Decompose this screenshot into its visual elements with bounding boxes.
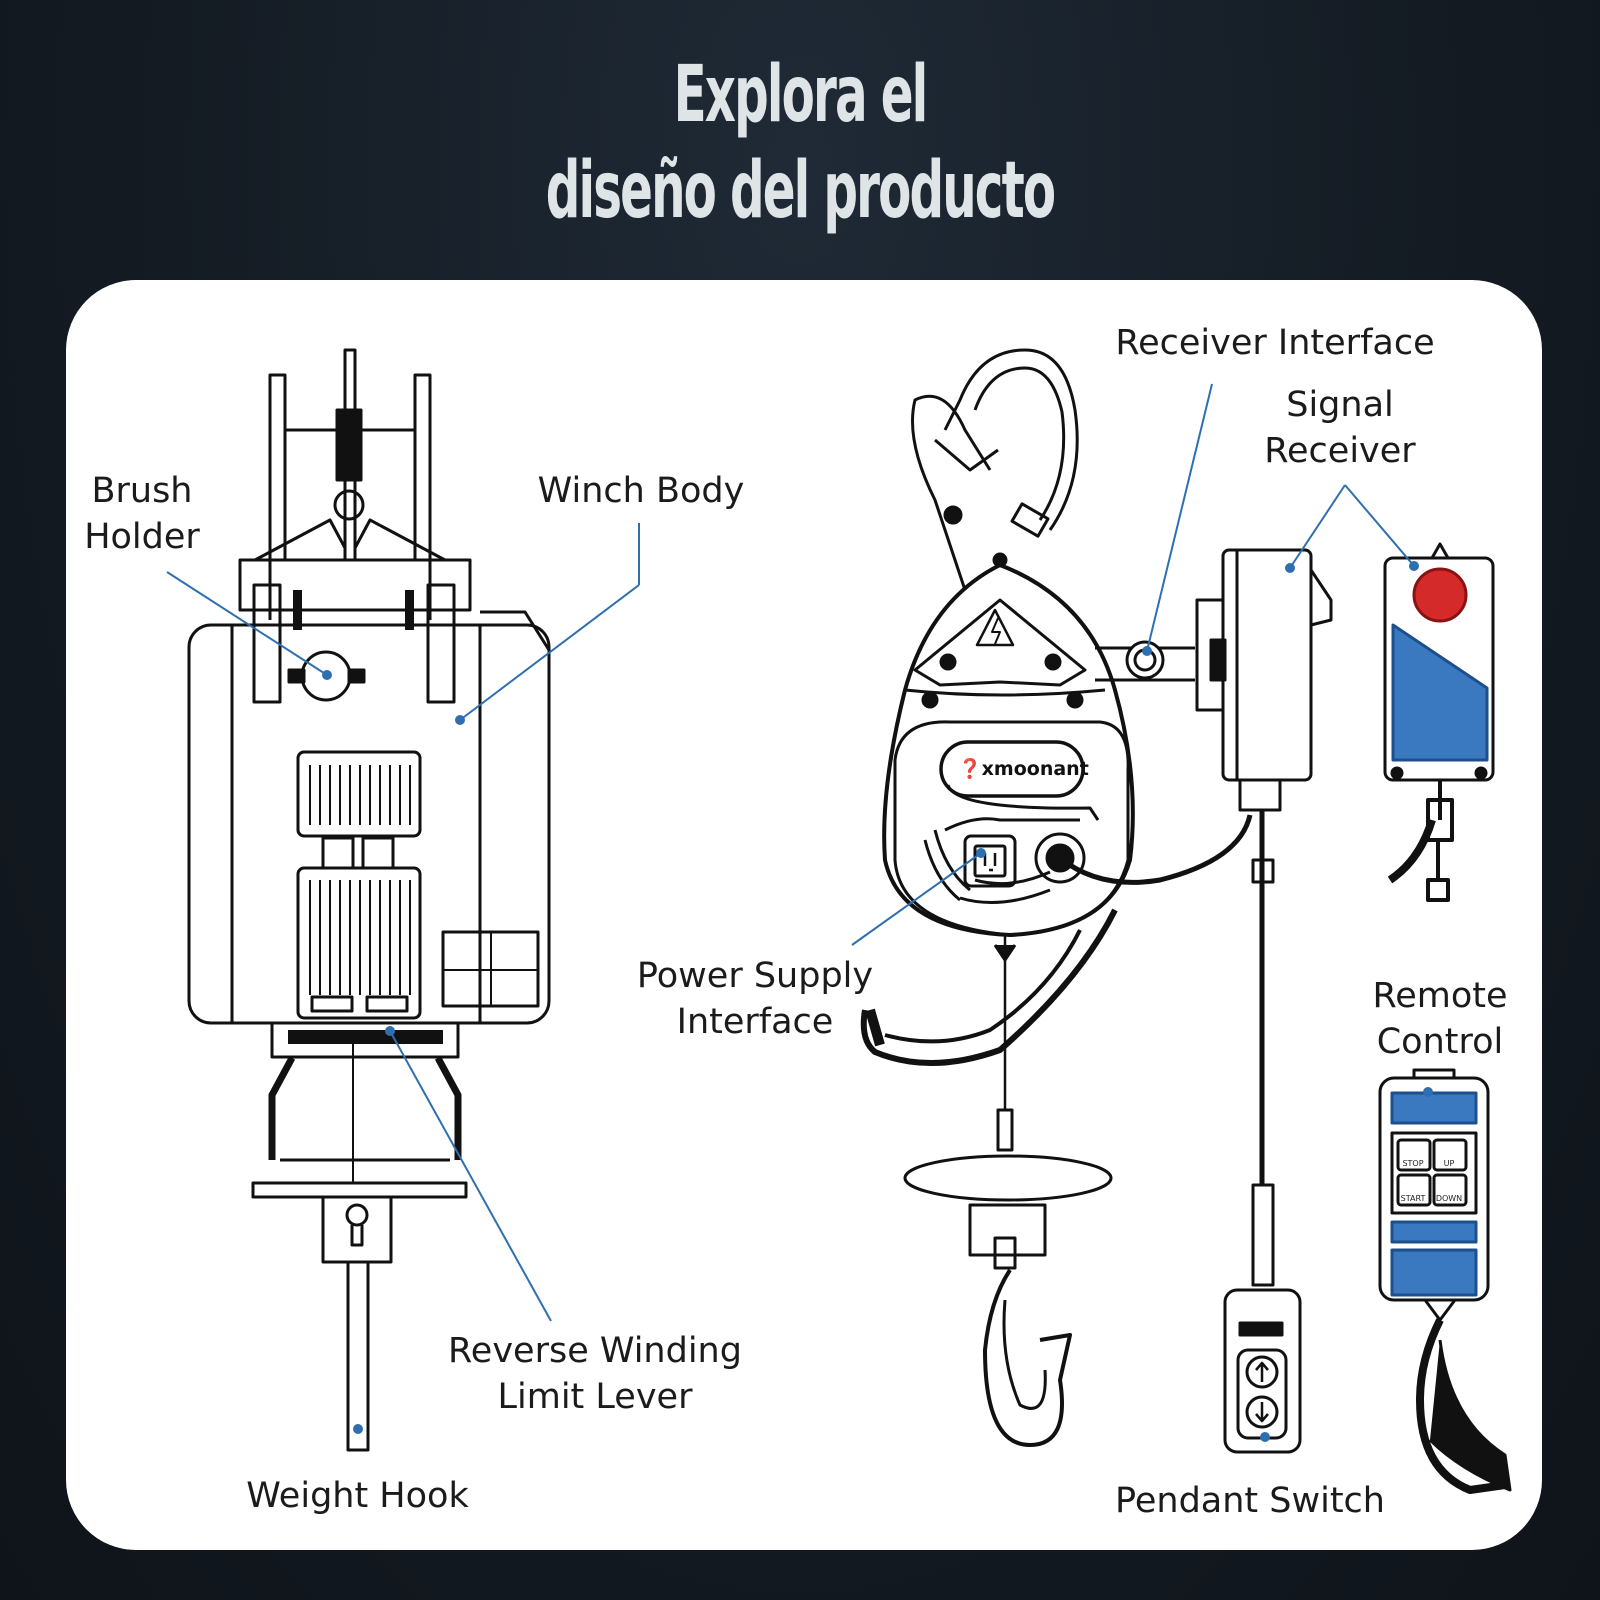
label-remote-control: Remote Control: [1372, 976, 1508, 1062]
title-line-1: Explora el: [673, 50, 929, 140]
brand-name: xmoonant: [981, 758, 1089, 780]
title-line-2: diseño del producto: [545, 146, 1056, 236]
label-winch-body: Winch Body: [537, 471, 745, 511]
brand-mark-icon: ❓: [958, 758, 982, 780]
remote-key-stop: STOP: [1402, 1159, 1424, 1168]
label-reverse-winding-limit-lever: Reverse Winding Limit Lever: [448, 1331, 742, 1417]
label-signal-receiver: Signal Receiver: [1264, 385, 1416, 471]
remote-key-up: UP: [1443, 1159, 1455, 1168]
label-weight-hook: Weight Hook: [246, 1476, 469, 1516]
remote-key-start: START: [1400, 1194, 1426, 1203]
label-brush-holder: Brush Holder: [84, 471, 200, 557]
label-pendant-switch: Pendant Switch: [1115, 1481, 1385, 1521]
winch-illustration: [187, 348, 551, 1452]
brand-logo: ❓xmoonant: [958, 757, 1089, 780]
remote-key-down: DOWN: [1435, 1194, 1463, 1203]
label-receiver-interface: Receiver Interface: [1115, 323, 1435, 363]
diagram-panel: [66, 280, 1542, 1550]
hoist-illustration: [860, 348, 1512, 1494]
label-power-supply-interface: Power Supply Interface: [636, 956, 874, 1042]
leader-lines: [166, 383, 1433, 1442]
